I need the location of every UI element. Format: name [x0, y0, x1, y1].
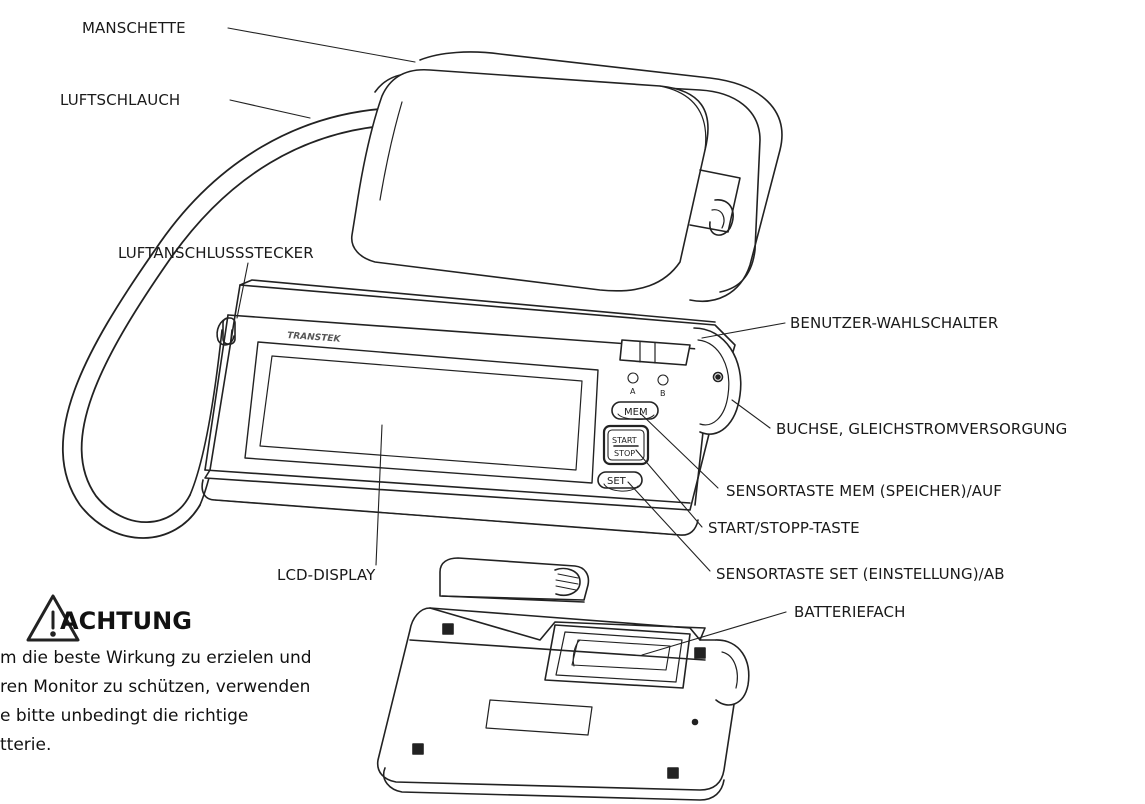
user-a-text: A [630, 387, 636, 396]
warning-title: ACHTUNG [60, 607, 192, 635]
set-button-text: SET [607, 476, 627, 487]
label-luftschlauch: LUFTSCHLAUCH [60, 91, 181, 109]
battery-cover [439, 557, 590, 603]
label-batteriefach: BATTERIEFACH [794, 603, 906, 621]
device-brand-text: TRANSTEK [287, 331, 342, 345]
label-buchse: BUCHSE, GLEICHSTROMVERSORGUNG [776, 420, 1068, 438]
warning-line: tterie. [0, 735, 52, 755]
warning-line: e bitte unbedingt die richtige [0, 706, 249, 726]
label-start-stopp: START/STOPP-TASTE [708, 519, 860, 537]
warning-icon [26, 594, 80, 642]
label-manschette: MANSCHETTE [82, 19, 186, 37]
label-lcd-display: LCD-DISPLAY [277, 566, 376, 584]
leader-lines [227, 27, 787, 656]
label-sensortaste-set: SENSORTASTE SET (EINSTELLUNG)/AB [716, 565, 1005, 583]
monitor-main-unit [201, 279, 742, 536]
label-sensortaste-mem: SENSORTASTE MEM (SPEICHER)/AUF [726, 482, 1002, 500]
label-luftanschlussstecker: LUFTANSCHLUSSSTECKER [118, 244, 314, 262]
battery-compartment-unit [376, 607, 750, 801]
warning-line: m die beste Wirkung zu erzielen und [0, 648, 312, 668]
stop-button-text: STOP [614, 449, 635, 458]
start-button-text: START [612, 436, 637, 445]
label-benutzer-wahlschalter: BENUTZER-WAHLSCHALTER [790, 314, 999, 332]
warning-line: ren Monitor zu schützen, verwenden [0, 677, 311, 697]
mem-button-text: MEM [624, 407, 648, 418]
warning-text: m die beste Wirkung zu erzielen und ren … [0, 644, 400, 760]
user-b-text: B [660, 389, 666, 398]
cuff [350, 51, 783, 302]
